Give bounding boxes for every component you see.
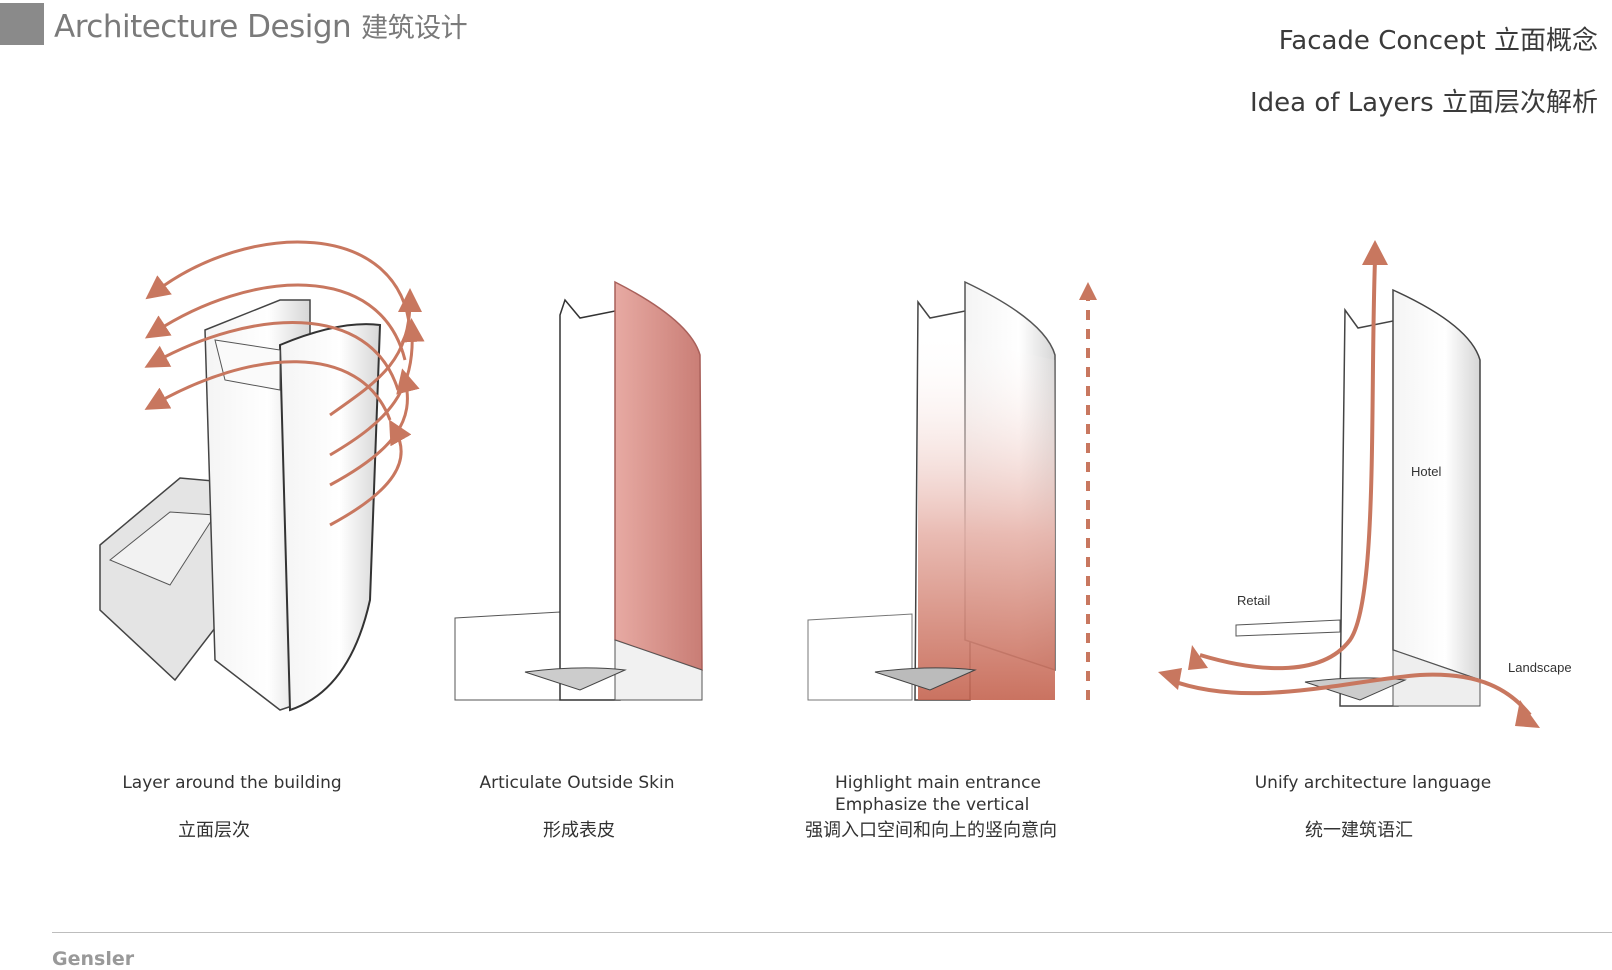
section-subtitle: Idea of Layers 立面层次解析 [1250, 88, 1598, 118]
caption-cn-panel-1: 立面层次 [178, 820, 250, 841]
label-landscape: Landscape [1508, 660, 1572, 675]
caption-cn-panel-3: 强调入口空间和向上的竖向意向 [805, 820, 1057, 841]
footer-brand: Gensler [52, 948, 135, 970]
header-logo-block [0, 3, 44, 45]
label-retail: Retail [1237, 593, 1270, 608]
diagram-unify-language: Hotel Retail Landscape [1158, 240, 1572, 728]
caption-panel-3-line-2: Emphasize the vertical [835, 795, 1030, 815]
caption-panel-4: Unify architecture language [1254, 773, 1492, 793]
caption-panel-1: Layer around the building [122, 773, 342, 793]
diagram-highlight-entrance [807, 280, 1097, 701]
footer-divider [52, 932, 1612, 933]
diagram-layer-around-building [99, 240, 425, 712]
page-title: Architecture Design 建筑设计 [54, 6, 468, 45]
section-title: Facade Concept 立面概念 [1278, 26, 1598, 56]
caption-panel-2: Articulate Outside Skin [479, 773, 675, 793]
caption-panel-3-line-1: Highlight main entrance [835, 773, 1041, 793]
diagram-articulate-skin [454, 280, 703, 701]
caption-panel-3: Highlight main entrance Emphasize the ve… [835, 772, 1095, 816]
caption-cn-panel-2: 形成表皮 [543, 820, 615, 841]
title-cn: 建筑设计 [361, 13, 468, 44]
layer-arrows [144, 240, 425, 527]
title-en: Architecture Design [54, 9, 352, 45]
label-hotel: Hotel [1411, 464, 1441, 479]
unify-arrows [1169, 259, 1532, 717]
caption-cn-panel-4: 统一建筑语汇 [1305, 820, 1413, 841]
